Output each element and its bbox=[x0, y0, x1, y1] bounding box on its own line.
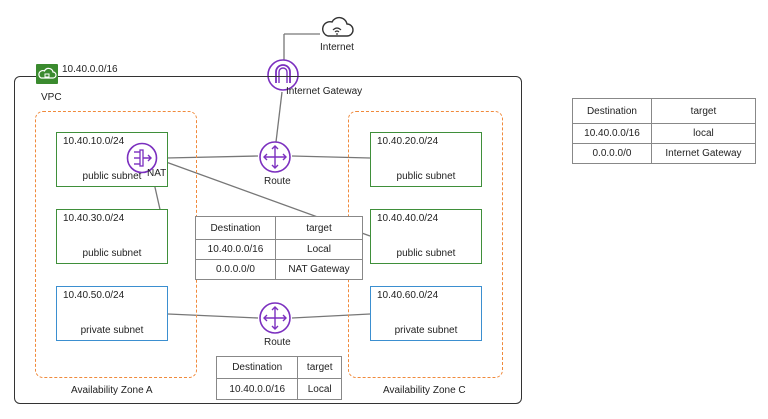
route-table-nat: Destination target 10.40.0.0/16 Local 0.… bbox=[195, 216, 364, 280]
table-header: Destination bbox=[195, 216, 276, 240]
table-cell: 0.0.0.0/0 bbox=[195, 259, 276, 280]
table-cell: Internet Gateway bbox=[650, 143, 757, 164]
table-header: Destination bbox=[572, 98, 652, 124]
table-cell: 10.40.0.0/16 bbox=[195, 239, 276, 260]
subnet-10-40-30: 10.40.30.0/24 public subnet bbox=[56, 209, 168, 264]
table-cell: 10.40.0.0/16 bbox=[215, 378, 299, 400]
subnet-cidr: 10.40.20.0/24 bbox=[377, 136, 439, 147]
route-icon bbox=[258, 301, 292, 335]
subnet-10-40-60: 10.40.60.0/24 private subnet bbox=[370, 286, 482, 341]
nat-gateway-icon bbox=[126, 142, 158, 174]
table-cell: NAT Gateway bbox=[274, 259, 364, 280]
line-private-route-c bbox=[291, 313, 371, 319]
vpc-boundary bbox=[14, 76, 522, 404]
subnet-kind: public subnet bbox=[82, 171, 142, 182]
subnet-10-40-50: 10.40.50.0/24 private subnet bbox=[56, 286, 168, 341]
subnet-kind: public subnet bbox=[396, 171, 456, 182]
subnet-10-40-20: 10.40.20.0/24 public subnet bbox=[370, 132, 482, 187]
table-cell: 10.40.0.0/16 bbox=[572, 123, 652, 144]
route-icon bbox=[258, 140, 292, 174]
subnet-10-40-10: 10.40.10.0/24 public subnet bbox=[56, 132, 168, 187]
line-private-route-a bbox=[167, 313, 259, 319]
line-route-subnet-20 bbox=[291, 155, 371, 159]
subnet-cidr: 10.40.60.0/24 bbox=[377, 290, 439, 301]
subnet-kind: public subnet bbox=[82, 248, 142, 259]
subnet-kind: public subnet bbox=[396, 248, 456, 259]
internet-cloud-icon bbox=[320, 16, 354, 40]
subnet-cidr: 10.40.40.0/24 bbox=[377, 213, 439, 224]
table-cell: 0.0.0.0/0 bbox=[572, 143, 652, 164]
subnet-10-40-40: 10.40.40.0/24 public subnet bbox=[370, 209, 482, 264]
route-label: Route bbox=[264, 176, 291, 187]
route-table-private: Destination target 10.40.0.0/16 Local bbox=[215, 356, 342, 400]
table-cell: local bbox=[650, 123, 757, 144]
internet-label: Internet bbox=[320, 42, 354, 53]
route-label: Route bbox=[264, 337, 291, 348]
availability-zone-a-label: Availability Zone A bbox=[71, 385, 153, 396]
nat-label: NAT bbox=[147, 168, 167, 179]
line-nat-route bbox=[165, 155, 259, 159]
subnet-cidr: 10.40.30.0/24 bbox=[63, 213, 125, 224]
availability-zone-c-label: Availability Zone C bbox=[383, 385, 466, 396]
table-header: target bbox=[297, 356, 342, 379]
table-header: target bbox=[650, 98, 757, 124]
line-igw-route bbox=[275, 91, 283, 143]
subnet-kind: private subnet bbox=[80, 325, 144, 336]
table-header: Destination bbox=[215, 356, 299, 379]
subnet-kind: private subnet bbox=[394, 325, 458, 336]
subnet-cidr: 10.40.50.0/24 bbox=[63, 290, 125, 301]
vpc-label: VPC bbox=[41, 92, 62, 103]
table-cell: Local bbox=[297, 378, 342, 400]
internet-gateway-icon bbox=[266, 58, 300, 92]
vpc-cidr: 10.40.0.0/16 bbox=[62, 64, 118, 75]
subnet-cidr: 10.40.10.0/24 bbox=[63, 136, 125, 147]
route-table-public: Destination target 10.40.0.0/16 local 0.… bbox=[572, 98, 757, 164]
internet-gateway-label: Internet Gateway bbox=[286, 86, 363, 97]
vpc-badge bbox=[36, 64, 58, 84]
table-cell: Local bbox=[274, 239, 364, 260]
table-header: target bbox=[274, 216, 364, 240]
